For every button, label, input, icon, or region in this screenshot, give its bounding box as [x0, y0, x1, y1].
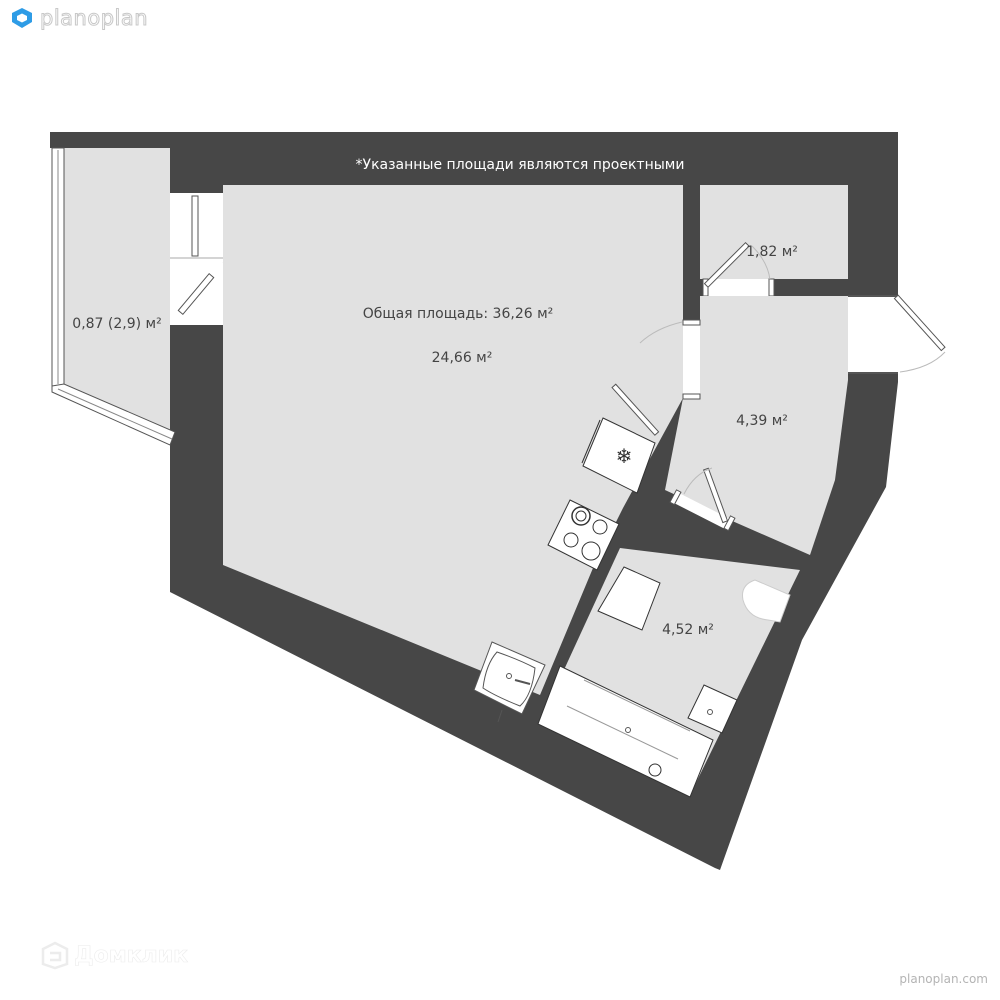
toilet — [742, 579, 791, 623]
total-area-label: Общая площадь: 36,26 м² — [363, 306, 554, 322]
domclick-watermark: Домклик — [40, 940, 188, 970]
bathroom-area: 4,52 м² — [662, 622, 714, 638]
kitchen-sink — [473, 641, 546, 723]
projected-areas-note: *Указанные площади являются проектными — [356, 157, 685, 173]
hallway-area: 4,39 м² — [736, 413, 788, 429]
bathroom-sink — [687, 684, 738, 734]
domclick-text: Домклик — [74, 942, 189, 968]
balcony — [51, 147, 241, 446]
snowflake-icon: ❄ — [616, 444, 633, 468]
main-room-area: 24,66 м² — [432, 350, 493, 366]
main-room-floor — [223, 185, 683, 695]
planoplan-logo: planoplan — [10, 6, 149, 31]
cube-logo-icon — [12, 8, 32, 28]
bathtub — [537, 665, 714, 798]
stove — [547, 499, 620, 571]
storage-area: 1,82 м² — [746, 244, 798, 260]
washing-machine — [597, 566, 661, 631]
storage-floor — [700, 185, 848, 279]
refrigerator: ❄ — [581, 417, 656, 494]
house-logo-icon — [41, 941, 69, 970]
balcony-area: 0,87 (2,9) м² — [72, 316, 161, 332]
brand-name: planoplan — [39, 6, 149, 31]
planoplan-url: planoplan.com — [899, 972, 988, 986]
